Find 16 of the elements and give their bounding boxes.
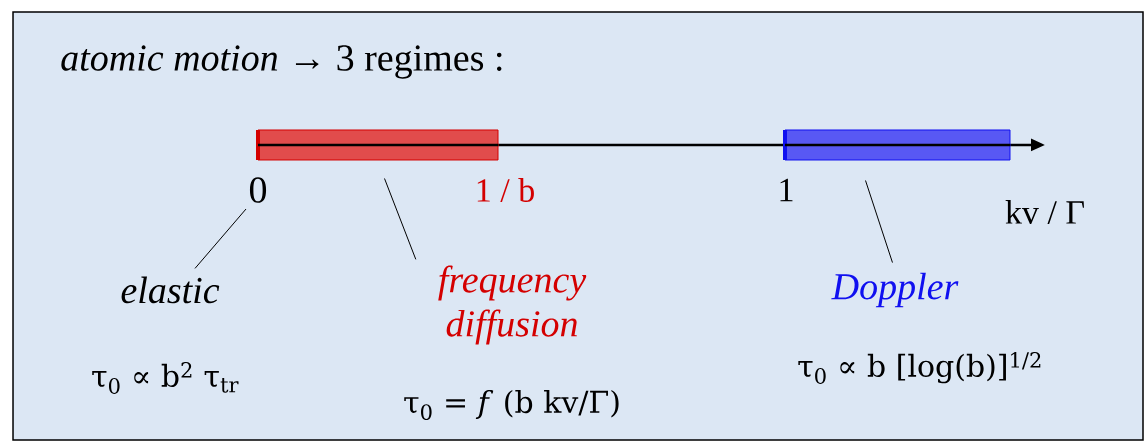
range-bar	[257, 129, 499, 161]
tick-label: 1	[780, 178, 793, 202]
range-bar	[784, 129, 1011, 161]
formula: τ$_{0}$ ∝ b$^{2}$ τ$_{tr}$	[92, 362, 239, 394]
axis-label: kv / Γ	[1005, 200, 1084, 224]
formula: τ$_{0}$ ∝ b [log(b)]$^{1/2}$	[798, 352, 1041, 384]
leader-line	[384, 178, 417, 260]
regime-label: elastic	[121, 276, 220, 304]
leader-line	[865, 180, 893, 264]
formula: τ$_{0}$ = f (b kv/Γ)	[404, 389, 619, 421]
regime-label: frequency diffusion	[438, 265, 587, 345]
tick-label: 0	[249, 177, 267, 203]
tick-label: 1 / b	[477, 178, 534, 202]
title: atomic motion → 3 regimes :	[61, 45, 502, 79]
leader-line	[194, 208, 247, 269]
regime-label: Doppler	[831, 272, 959, 308]
